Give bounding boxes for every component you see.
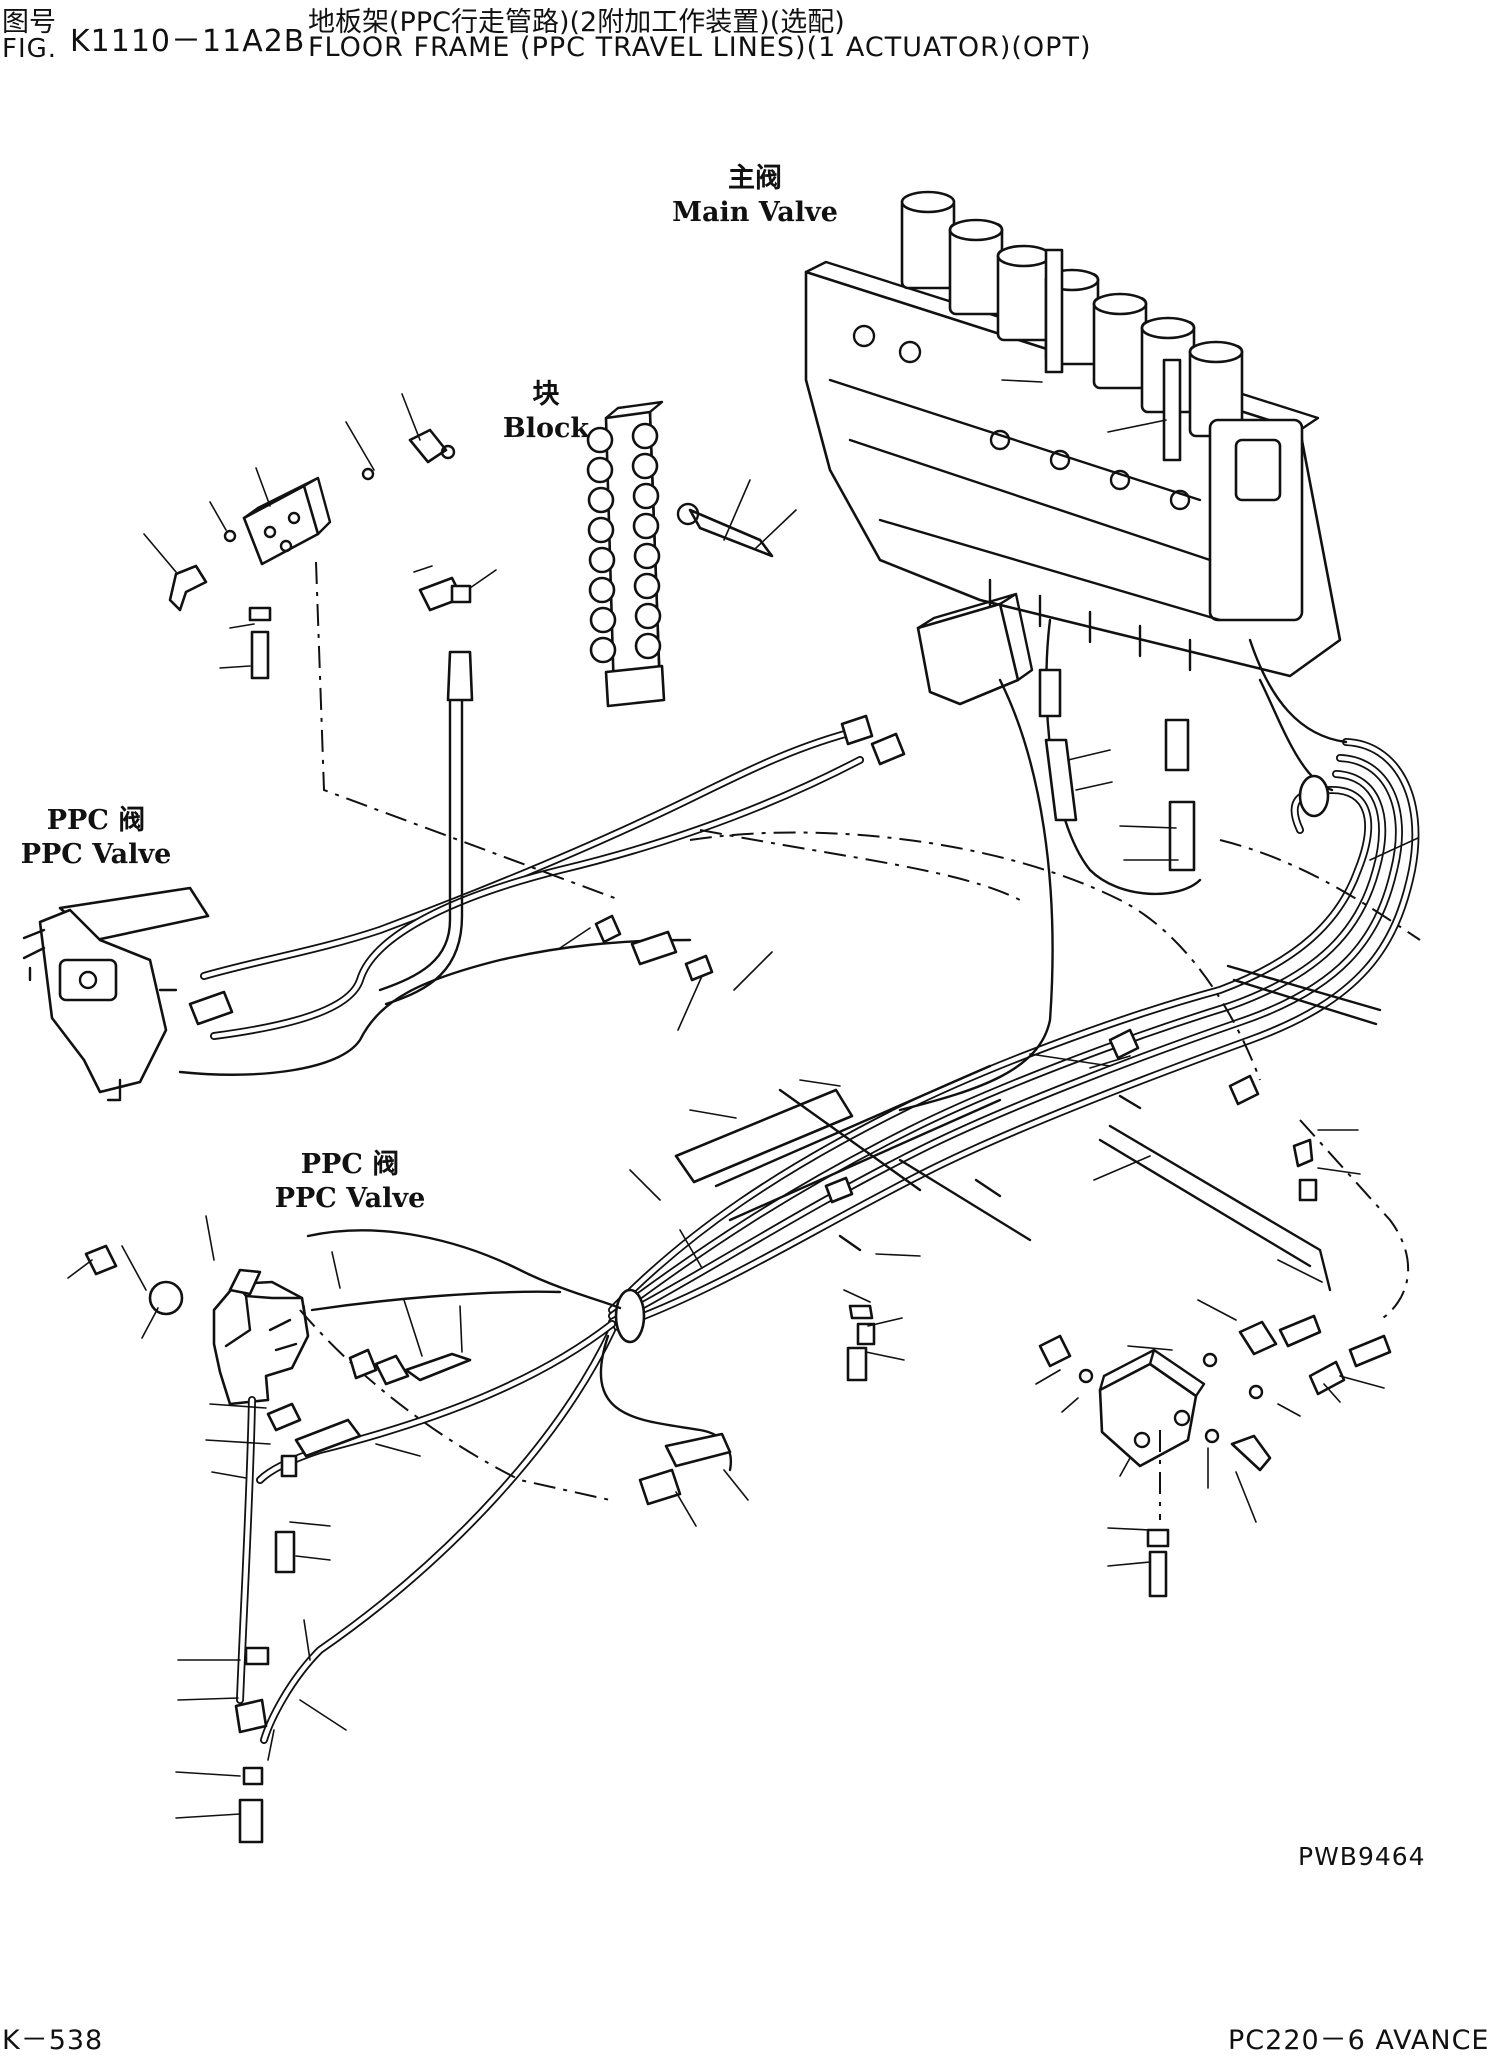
ppc-valve-lower-label-cn: PPC 阀 <box>300 1149 400 1180</box>
block-label: 块 Block <box>486 378 606 446</box>
drawing-code: PWB9464 <box>1298 1842 1426 1871</box>
model-name: PC220－6 AVANCE <box>1228 2025 1490 2056</box>
figure-label: FIG. <box>2 34 58 64</box>
fittings <box>84 428 1392 1844</box>
pilot-lines-left <box>178 698 864 1076</box>
distribution-block <box>586 400 666 708</box>
ppc-valve-lower-label-en: PPC Valve <box>274 1183 426 1214</box>
main-valve-label-en: Main Valve <box>672 197 838 228</box>
block-label-cn: 块 <box>532 379 560 410</box>
main-valve-assembly <box>804 190 1342 678</box>
junction-block-center <box>916 592 1034 706</box>
main-valve-label-cn: 主阀 <box>728 163 782 194</box>
page-number: K－538 <box>2 2025 104 2056</box>
main-valve-label: 主阀 Main Valve <box>660 162 850 230</box>
pilot-lines-lower <box>236 618 1202 1744</box>
figure-title-cn: 地板架(PPC行走管路)(2附加工作装置)(选配) <box>308 7 845 38</box>
block-label-en: Block <box>502 413 590 444</box>
ppc-valve-left <box>22 886 210 1102</box>
phantom-lines <box>299 561 1421 1520</box>
figure-title: FLOOR FRAME (PPC TRAVEL LINES)(1 ACTUATO… <box>308 32 1092 63</box>
ppc-valve-left-label: PPC 阀 PPC Valve <box>6 804 186 872</box>
figure-number: K1110－11A2B <box>70 24 306 59</box>
ppc-valve-left-label-cn: PPC 阀 <box>46 805 146 836</box>
figure-label-cn: 图号 <box>2 7 56 38</box>
ppc-valve-left-label-en: PPC Valve <box>20 839 172 870</box>
ppc-valve-lower <box>212 1280 310 1406</box>
junction-block-lower-right <box>1098 1348 1206 1468</box>
junction-block-upper-left <box>242 476 332 566</box>
floor-frame-rails <box>674 964 1382 1292</box>
leader-lines <box>67 379 1419 1819</box>
ppc-valve-lower-label: PPC 阀 PPC Valve <box>260 1148 440 1216</box>
hose-bundle <box>608 638 1420 1344</box>
